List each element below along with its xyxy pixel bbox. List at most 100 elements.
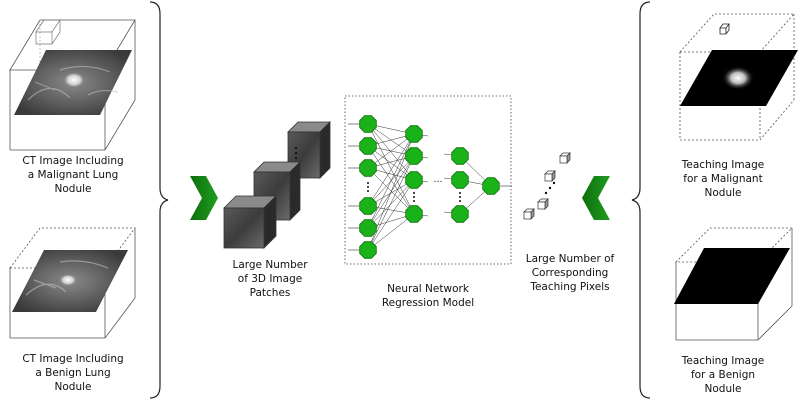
ct-benign-volume xyxy=(9,227,136,339)
hidden-node xyxy=(451,205,469,223)
ellipsis-dot xyxy=(367,186,369,188)
label-line: a Malignant Lung xyxy=(28,169,119,181)
ellipsis-dot xyxy=(367,182,369,184)
network-edge xyxy=(367,145,415,215)
network-frame xyxy=(344,95,512,265)
ellipsis-dot xyxy=(459,196,461,198)
hidden-node xyxy=(405,125,423,143)
patch-ellipsis-dots xyxy=(294,146,298,160)
ct-benign-box-edge xyxy=(104,297,136,339)
teaching-pixel-cubes xyxy=(523,152,571,220)
ct-malignant-box-edge xyxy=(104,99,136,151)
teaching-malignant-small-cube xyxy=(719,23,730,35)
ellipsis-dot xyxy=(413,192,415,194)
teaching-malignant-volume xyxy=(679,13,798,141)
input-node xyxy=(359,159,377,177)
right-brace xyxy=(631,1,651,399)
network-edge xyxy=(367,179,415,251)
teaching-pixel-cube xyxy=(559,152,571,164)
left-green-arrow xyxy=(190,176,218,220)
hidden-node xyxy=(405,171,423,189)
label-line: Patches xyxy=(250,287,291,299)
input-node xyxy=(359,241,377,259)
label-line: Nodule xyxy=(705,187,742,199)
ellipsis-dot xyxy=(413,200,415,202)
label-line: Large Number of xyxy=(526,253,615,265)
input-node xyxy=(359,137,377,155)
label-line: CT Image Including xyxy=(22,353,123,365)
ellipsis-dot xyxy=(413,196,415,198)
label-line: Regression Model xyxy=(382,297,474,309)
label-line: for a Malignant xyxy=(683,173,762,185)
left-brace xyxy=(149,1,169,399)
teaching-benign-slice xyxy=(674,248,790,304)
hidden-node xyxy=(451,147,469,165)
label-line: Large Number xyxy=(232,259,308,271)
ellipsis-dot xyxy=(552,181,556,185)
network-edge xyxy=(367,213,415,251)
label-line: a Benign Lung xyxy=(35,367,110,379)
label-line: Teaching Pixels xyxy=(529,281,609,293)
network-edge xyxy=(367,133,415,207)
ct-benign-nodule xyxy=(59,274,77,286)
network-nodes xyxy=(359,115,500,259)
ellipsis-dot xyxy=(367,190,369,192)
input-node xyxy=(359,219,377,237)
hidden-node xyxy=(451,171,469,189)
patch-cube-back xyxy=(287,121,331,179)
label-line: CT Image Including xyxy=(22,155,123,167)
teaching-pixel-cube xyxy=(544,170,556,182)
ct-malignant-nodule xyxy=(63,72,85,88)
network-ellipsis-label: … xyxy=(434,175,443,185)
network-edge xyxy=(367,167,415,215)
network-edge xyxy=(367,133,415,169)
teaching-malignant-glow xyxy=(722,66,754,90)
ellipsis-dot xyxy=(548,186,552,190)
teaching-pixel-cube xyxy=(537,198,549,210)
patch-cube-front xyxy=(223,195,277,249)
ct-benign-lung-texture xyxy=(25,260,109,296)
ellipsis-dot xyxy=(459,200,461,202)
network-edge xyxy=(367,145,415,181)
network-edge xyxy=(367,155,415,251)
right-green-arrow xyxy=(582,176,610,220)
hidden-node xyxy=(405,205,423,223)
label-line: Corresponding xyxy=(532,267,609,279)
label-line: Teaching Image xyxy=(681,355,764,367)
input-node xyxy=(359,197,377,215)
label-line: Teaching Image xyxy=(681,159,764,171)
label-line: of 3D Image xyxy=(238,273,302,285)
network-edge xyxy=(367,179,415,229)
ct-malignant-volume xyxy=(9,19,136,151)
teaching-benign-volume xyxy=(674,227,793,341)
label-line: Nodule xyxy=(55,183,92,195)
label-line: Nodule xyxy=(705,383,742,395)
network-edge xyxy=(367,123,415,215)
ellipsis-dot xyxy=(544,191,548,195)
input-node xyxy=(359,115,377,133)
ellipsis-dot xyxy=(459,192,461,194)
network-edge xyxy=(367,133,415,229)
hidden-node xyxy=(405,147,423,165)
network-edge xyxy=(367,123,415,181)
label-line: Nodule xyxy=(55,381,92,393)
output-node xyxy=(482,177,500,195)
ct-malignant-lung-texture xyxy=(27,65,119,101)
label-line: for a Benign xyxy=(691,369,755,381)
teaching-pixel-cube xyxy=(523,208,535,220)
